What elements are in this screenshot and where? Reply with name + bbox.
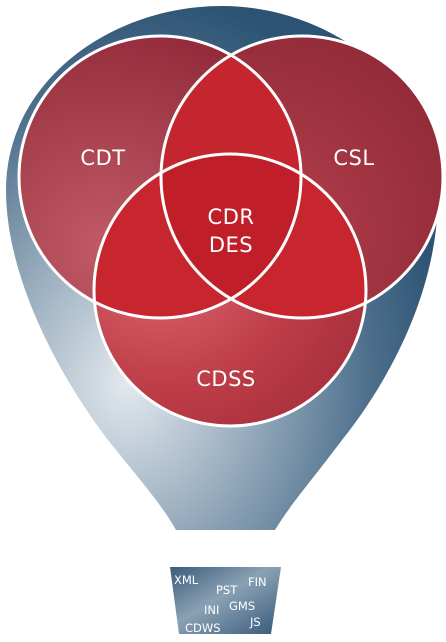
label-csl: CSL — [333, 146, 374, 170]
basket-item-xml: XML — [174, 573, 199, 587]
basket-item-pst: PST — [216, 583, 238, 597]
outline-cdss — [92, 152, 368, 428]
outline-csl — [159, 34, 445, 320]
label-center-line1: CDR — [208, 205, 255, 229]
basket-item-cdws: CDWS — [185, 621, 221, 635]
basket-item-ini: INI — [204, 603, 219, 617]
basket-item-js: JS — [249, 615, 261, 629]
basket-item-fin: FIN — [248, 575, 267, 589]
basket-item-gms: GMS — [229, 599, 255, 613]
label-center-line2: DES — [209, 233, 253, 257]
balloon-basket — [170, 567, 281, 634]
label-cdss: CDSS — [196, 367, 256, 391]
outline-cdt — [17, 34, 303, 320]
label-cdt: CDT — [80, 146, 125, 170]
